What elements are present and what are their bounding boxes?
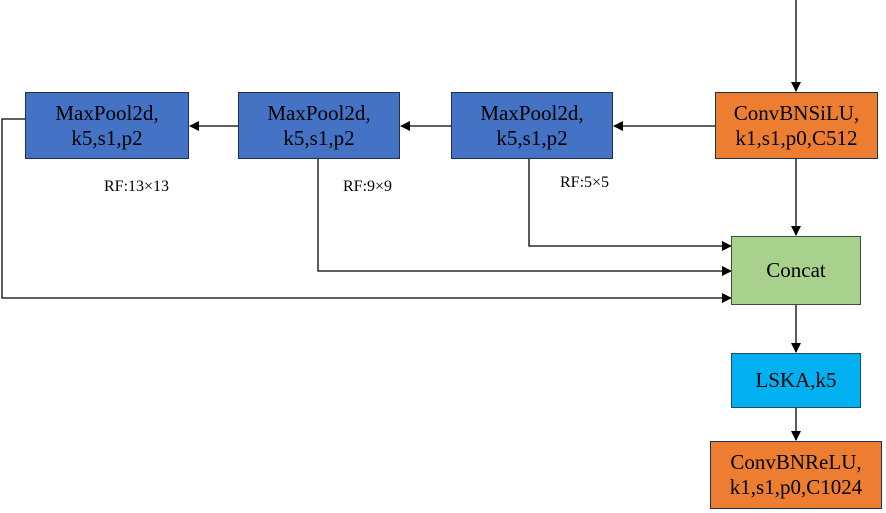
conv-bn-relu-line1: ConvBNReLU,: [730, 450, 862, 474]
concat-node: Concat: [731, 236, 861, 305]
maxpool-node-2: MaxPool2d, k5,s1,p2: [238, 92, 400, 159]
concat-label: Concat: [766, 258, 826, 282]
edge-maxpool-1-to-concat: [528, 159, 732, 251]
conv-bn-relu-node: ConvBNReLU, k1,s1,p0,C1024: [710, 441, 882, 509]
conv-bn-silu-line1: ConvBNSiLU,: [733, 100, 860, 125]
maxpool-node-3: MaxPool2d, k5,s1,p2: [25, 92, 189, 159]
maxpool-node-1: MaxPool2d, k5,s1,p2: [451, 92, 613, 159]
conv-bn-silu-node: ConvBNSiLU, k1,s1,p0,C512: [715, 92, 878, 159]
conv-bn-silu-line2: k1,s1,p0,C512: [735, 125, 858, 150]
maxpool-node-3-line1: MaxPool2d,: [55, 100, 159, 125]
lska-node: LSKA,k5: [731, 353, 861, 408]
edge-maxpool-2-to-concat: [317, 159, 732, 276]
rf-label-5: RF:5×5: [560, 174, 610, 191]
maxpool-node-1-line1: MaxPool2d,: [480, 100, 584, 125]
lska-label: LSKA,k5: [755, 368, 837, 392]
rf-label-9: RF:9×9: [343, 178, 393, 195]
maxpool-node-1-line2: k5,s1,p2: [496, 125, 568, 150]
maxpool-node-2-line1: MaxPool2d,: [267, 100, 371, 125]
maxpool-node-2-line2: k5,s1,p2: [283, 125, 355, 150]
rf-label-13: RF:13×13: [104, 178, 170, 195]
maxpool-node-3-line2: k5,s1,p2: [71, 125, 143, 150]
conv-bn-relu-line2: k1,s1,p0,C1024: [729, 475, 863, 499]
edge-maxpool-3-to-concat: [1, 118, 732, 303]
